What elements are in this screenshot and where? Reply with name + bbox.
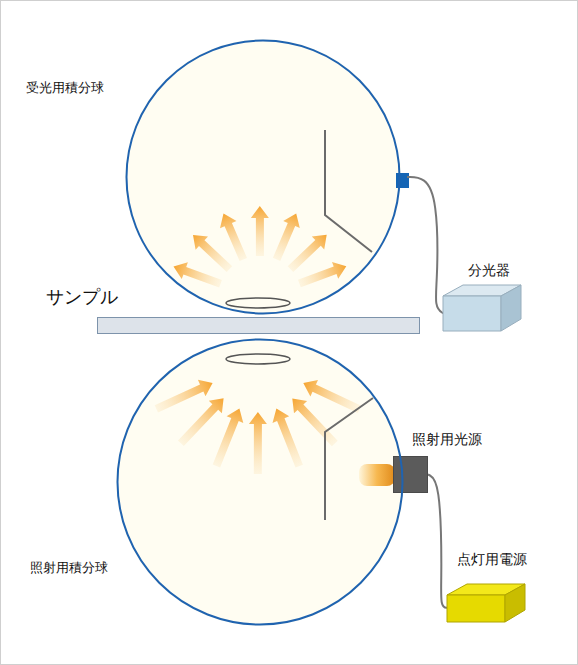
box-outline <box>443 284 523 332</box>
light-arrow <box>251 206 269 256</box>
node-label: 分光器 <box>468 262 510 279</box>
box-face <box>443 296 501 331</box>
sphere-outline <box>118 340 403 625</box>
sphere-interior <box>125 39 401 315</box>
light-arrow <box>174 262 222 287</box>
sample-port <box>226 354 290 364</box>
node-label: 受光用積分球 <box>26 80 104 96</box>
node-label: 点灯用電源 <box>457 551 527 568</box>
baffle <box>325 130 372 252</box>
sample-port <box>226 298 290 308</box>
light-arrow <box>273 213 300 261</box>
sphere-outline <box>127 41 400 314</box>
receiving-sphere: 受光用積分球 <box>125 39 401 315</box>
cable <box>428 475 448 608</box>
spectrometer-box: 分光器 <box>443 284 523 332</box>
box-outline <box>447 583 527 623</box>
cable <box>407 177 444 314</box>
lamp-glow <box>359 464 395 486</box>
box-face <box>447 595 505 622</box>
node-label: 照射用光源 <box>412 431 482 448</box>
light-arrow <box>220 214 247 261</box>
light-arrow <box>292 398 337 446</box>
irradiation-sphere: 照射用積分球 <box>116 338 404 626</box>
light-arrow <box>213 408 244 467</box>
sphere-outline <box>116 338 404 626</box>
light-arrow <box>298 262 346 287</box>
light-arrow <box>303 380 361 413</box>
sphere-interior <box>116 338 404 626</box>
fiber-port <box>396 173 409 188</box>
light-arrow <box>193 235 232 272</box>
box-face <box>501 285 521 331</box>
node-label: 照射用積分球 <box>30 560 108 576</box>
box-face <box>505 584 525 622</box>
lamp-housing: 照射用光源 <box>393 456 428 493</box>
sample-plate: サンプル <box>97 317 420 334</box>
light-arrow <box>273 409 303 468</box>
light-arrow <box>288 235 327 272</box>
sphere-outline <box>125 39 401 315</box>
node-label: サンプル <box>46 286 118 308</box>
light-arrow <box>155 380 213 413</box>
baffle <box>325 398 373 520</box>
light-arrow <box>249 412 267 474</box>
power-supply-box: 点灯用電源 <box>447 583 527 623</box>
light-arrow <box>178 398 224 446</box>
